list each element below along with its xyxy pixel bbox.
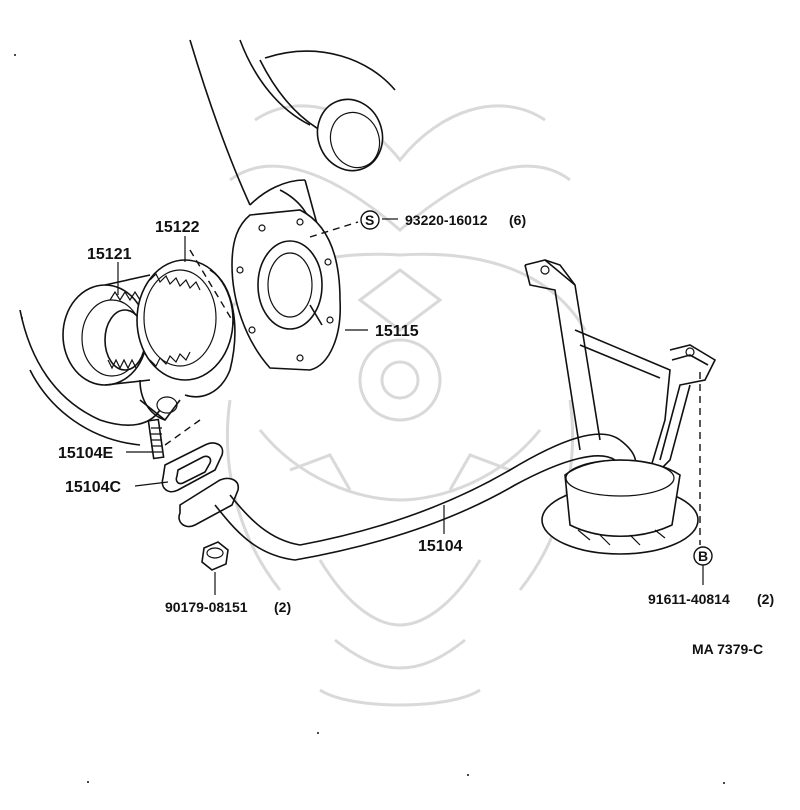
- qty-91611: (2): [757, 591, 774, 607]
- callout-15115: 15115: [375, 323, 419, 340]
- installation-dashed-lines: [164, 221, 701, 545]
- diagram-reference: MA 7379-C: [692, 641, 763, 657]
- callout-15104c: 15104C: [65, 479, 121, 496]
- strainer-screen-bowl: [541, 459, 699, 555]
- strainer-bracket: [524, 259, 717, 491]
- engine-block-outline: [19, 39, 396, 446]
- callout-91611-40814: B 91611-40814 (2): [648, 546, 774, 607]
- callout-15104: 15104: [418, 538, 463, 555]
- callout-15122: 15122: [155, 219, 200, 236]
- qty-90179: (2): [274, 599, 291, 615]
- strainer-gasket: [161, 442, 224, 493]
- qty-93220: (6): [509, 212, 526, 228]
- scan-specks: [14, 54, 725, 784]
- oil-pump-gear-housing: [136, 259, 236, 422]
- part-number-93220: 93220-16012: [405, 212, 488, 228]
- stud-bolt: [147, 418, 165, 460]
- part-number-91611: 91611-40814: [648, 591, 730, 607]
- callout-93220-16012: S 93220-16012 (6): [360, 210, 526, 230]
- watermark-emblem: [213, 104, 587, 707]
- oil-strainer-pipe: [178, 433, 637, 561]
- marker-b: B: [698, 548, 708, 564]
- callout-leader-lines: [117, 218, 704, 595]
- callout-15104e: 15104E: [58, 445, 113, 462]
- part-number-90179: 90179-08151: [165, 599, 248, 615]
- pump-cover-plate: [231, 209, 341, 371]
- callout-15121: 15121: [87, 246, 132, 263]
- marker-s: S: [365, 212, 374, 228]
- callout-90179-08151: 90179-08151 (2): [165, 599, 291, 615]
- flange-nut: [201, 541, 229, 571]
- crank-drive-gear: [62, 274, 151, 386]
